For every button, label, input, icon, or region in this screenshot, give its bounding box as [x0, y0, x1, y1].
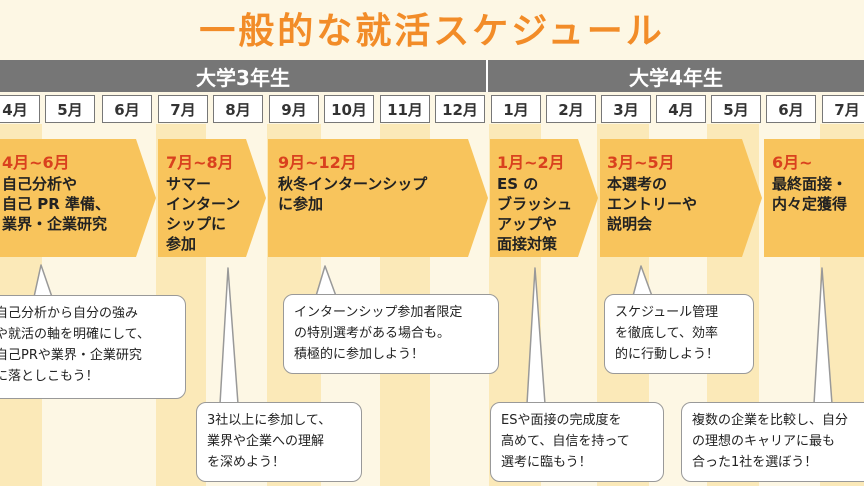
tip-callout: インターンシップ参加者限定 の特別選考がある場合も。 積極的に参加しよう！	[283, 294, 499, 374]
tip-callout: ESや面接の完成度を 高めて、自信を持って 選考に臨もう！	[490, 402, 664, 482]
month-cell: 11月	[380, 95, 430, 123]
month-cell: 12月	[435, 95, 485, 123]
month-cell: 3月	[601, 95, 651, 123]
month-cell: 9月	[269, 95, 319, 123]
phase-period: 3月~5月	[607, 153, 675, 172]
tip-callout: 自己分析から自分の強み や就活の軸を明確にして、 自己PRや業界・企業研究 に落…	[0, 295, 186, 399]
month-cell: 7月	[822, 95, 864, 123]
callout-pointer	[813, 267, 833, 405]
tip-callout: 3社以上に参加して、 業界や企業への理解 を深めよう！	[196, 402, 362, 482]
month-cell: 8月	[213, 95, 263, 123]
callout-pointer	[526, 267, 546, 405]
month-cell: 6月	[766, 95, 816, 123]
year-bar-3rd: 大学3年生	[0, 60, 486, 92]
month-cell: 10月	[324, 95, 374, 123]
page-title: 一般的な就活スケジュール	[199, 11, 665, 52]
phase-description: 自己分析や 自己 PR 準備、 業界・企業研究	[2, 175, 110, 233]
tip-callout: 複数の企業を比較し、自分 の理想のキャリアに最も 合った1社を選ぼう！	[681, 402, 864, 482]
phase-period: 6月~	[772, 153, 813, 172]
month-cell: 5月	[45, 95, 95, 123]
year-label-3rd: 大学3年生	[196, 65, 290, 90]
phase-arrow	[490, 139, 598, 257]
phase-period: 9月~12月	[278, 153, 357, 172]
callout-pointer	[219, 267, 239, 405]
month-cell: 2月	[546, 95, 596, 123]
month-cell: 1月	[491, 95, 541, 123]
phase-period: 7月~8月	[166, 153, 234, 172]
phase-description: 最終面接・ 内々定獲得	[772, 175, 848, 213]
phase-description: 本選考の エントリーや 説明会	[607, 175, 698, 233]
month-cell: 4月	[656, 95, 706, 123]
tip-callout: スケジュール管理 を徹底して、効率 的に行動しよう！	[604, 294, 754, 374]
year-label-4th: 大学4年生	[629, 65, 723, 90]
callout-pointer	[315, 265, 337, 297]
phase-description: サマー インターン シップに 参加	[166, 175, 241, 253]
month-cell: 5月	[711, 95, 761, 123]
year-bar-4th: 大学4年生	[488, 60, 864, 92]
phase-description: 秋冬インターンシップ に参加	[278, 175, 428, 213]
phase-arrow	[158, 139, 266, 257]
phase-arrow	[600, 139, 762, 257]
month-cell: 6月	[102, 95, 152, 123]
phase-arrow	[0, 139, 156, 257]
year-divider	[486, 60, 488, 92]
month-cell: 4月	[0, 95, 40, 123]
callout-pointer	[632, 265, 653, 297]
phase-arrow	[764, 139, 864, 257]
phase-description: ES の ブラッシュ アップや 面接対策	[497, 175, 573, 253]
callout-pointer	[33, 264, 53, 298]
phase-period: 4月~6月	[2, 153, 70, 172]
phase-period: 1月~2月	[497, 153, 565, 172]
phase-arrow	[268, 139, 488, 257]
month-cell: 7月	[158, 95, 208, 123]
